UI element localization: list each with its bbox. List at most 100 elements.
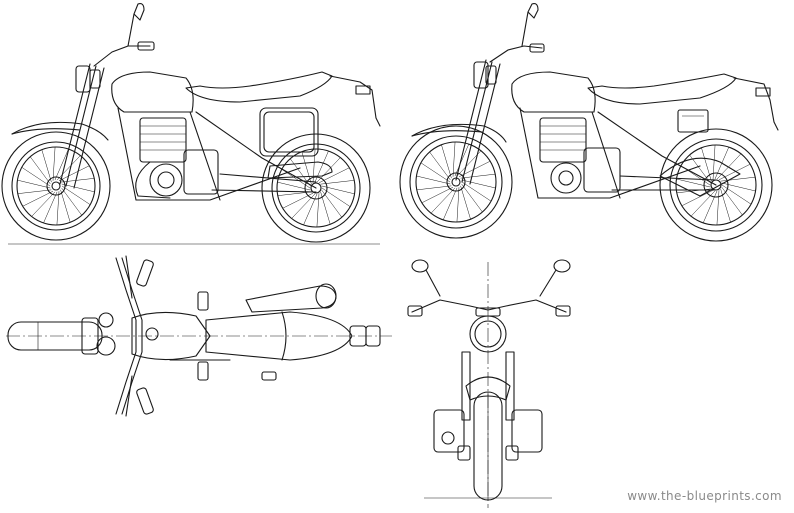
wheel-spoke xyxy=(321,185,355,195)
headlight xyxy=(473,61,497,89)
headlight-top xyxy=(81,312,116,356)
front-view xyxy=(407,259,571,508)
wheel-spoke xyxy=(281,169,311,189)
wheel-spoke xyxy=(320,180,355,185)
wheel-spoke xyxy=(442,187,458,220)
handlebar xyxy=(407,299,571,317)
wheel-spoke xyxy=(689,154,711,184)
wheel-spoke xyxy=(303,193,318,226)
wheel-spoke xyxy=(720,188,731,223)
rear-wheel xyxy=(261,133,371,243)
wheel-spoke xyxy=(416,185,452,191)
handlebar xyxy=(115,255,154,417)
wheel-spoke xyxy=(429,151,451,181)
headlight xyxy=(75,65,101,93)
wheel-spoke xyxy=(316,157,341,183)
wheel-spoke xyxy=(282,192,314,209)
wheel-spoke xyxy=(52,146,56,181)
wheel-spoke xyxy=(420,162,451,183)
wheel-spoke xyxy=(701,147,712,182)
wheel-spoke xyxy=(61,183,95,193)
top-view xyxy=(6,255,392,417)
wheel-spoke xyxy=(721,182,756,192)
wheel-spoke xyxy=(702,190,718,223)
wheel-spoke xyxy=(320,191,331,225)
wheel-spoke xyxy=(318,167,350,184)
fork-legs xyxy=(461,351,515,421)
engine xyxy=(135,117,219,199)
wheel-spoke xyxy=(712,144,716,180)
frame xyxy=(519,107,717,199)
wheel-spoke xyxy=(31,191,56,217)
wheel-spoke xyxy=(301,151,312,185)
wheel-spoke xyxy=(461,179,496,189)
engine xyxy=(539,117,621,194)
wheel-spoke xyxy=(461,183,483,213)
wheel-spoke xyxy=(321,187,351,207)
wheel-spoke xyxy=(430,187,456,214)
side-view-right xyxy=(399,3,779,242)
frame xyxy=(117,107,317,201)
wheel-spoke xyxy=(321,189,342,218)
wheel-spoke xyxy=(56,155,81,181)
wheel-spoke xyxy=(421,186,454,204)
side-cover xyxy=(259,107,319,157)
muffler-top xyxy=(245,283,337,313)
mirrors xyxy=(411,259,571,297)
wheel-spoke xyxy=(454,144,470,177)
wheel-spoke xyxy=(681,189,714,207)
headlight-front xyxy=(469,307,507,353)
wheel-spoke xyxy=(291,193,316,219)
wheel-spoke xyxy=(22,190,54,207)
wheel-spoke xyxy=(56,191,60,226)
wheel-spoke xyxy=(452,141,456,177)
wheel-spoke xyxy=(277,191,312,196)
wheel-spoke xyxy=(716,153,742,180)
wheel-spoke xyxy=(721,184,752,205)
wheel-spoke xyxy=(316,193,320,228)
watermark: www.the-blueprints.com xyxy=(627,489,782,503)
wheel-spoke xyxy=(17,179,51,189)
front-fender xyxy=(11,121,109,141)
wheel-spoke xyxy=(54,148,69,181)
wheel-spoke xyxy=(277,181,311,191)
wheel-spoke xyxy=(676,178,711,188)
fuel-tank-top xyxy=(131,311,211,361)
number-plate-bracket xyxy=(677,109,709,133)
wheel-spoke xyxy=(460,173,496,179)
handlebar xyxy=(93,3,155,67)
footpegs-top xyxy=(169,291,277,381)
wheel-spoke xyxy=(41,149,52,183)
seat xyxy=(185,71,381,127)
seat xyxy=(587,73,779,131)
front-tyre-front xyxy=(473,391,503,501)
wheel-spoke xyxy=(718,163,751,181)
wheel-spoke xyxy=(456,187,460,223)
wheel-spoke xyxy=(314,150,329,183)
wheel-spoke xyxy=(21,167,51,187)
wheel-spoke xyxy=(690,190,716,217)
wheel-spoke xyxy=(461,181,492,202)
engine-front xyxy=(433,409,543,461)
front-wheel xyxy=(399,125,513,239)
wheel-spoke xyxy=(61,185,91,205)
seat-top xyxy=(205,311,381,361)
wheel-spoke xyxy=(721,186,743,216)
wheel-spoke xyxy=(61,187,82,216)
wheel-spoke xyxy=(60,189,71,223)
wheel-spoke xyxy=(441,144,452,179)
wheel-spoke xyxy=(416,175,451,185)
exhaust xyxy=(267,161,333,179)
wheel-spoke xyxy=(17,189,52,194)
fuel-tank xyxy=(511,71,596,113)
wheel-spoke xyxy=(460,185,471,220)
wheel-spoke xyxy=(60,178,95,183)
handlebar xyxy=(489,3,545,63)
wheel-spoke xyxy=(30,156,51,185)
side-view-left xyxy=(1,3,381,245)
front-wheel xyxy=(1,131,111,241)
front-tyre xyxy=(7,321,103,351)
fuel-tank xyxy=(111,71,194,113)
front-fork xyxy=(455,59,501,185)
